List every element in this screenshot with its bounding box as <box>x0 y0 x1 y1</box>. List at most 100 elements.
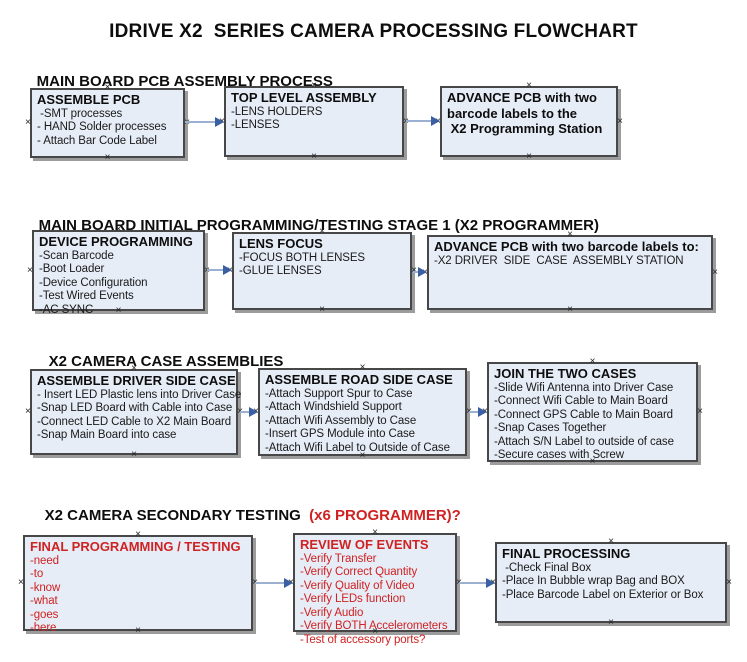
flow-box-final-programming-testing[interactable]: × × × × FINAL PROGRAMMING / TESTING -nee… <box>18 530 258 636</box>
connection-point-icon: × <box>18 577 24 588</box>
box-item: -Test Wired Events <box>39 290 134 302</box>
flow-arrow <box>413 267 427 277</box>
box-item: -Verify BOTH Accelerometers <box>300 620 448 632</box>
flow-arrow <box>240 407 258 417</box>
flow-box-join-the-two-cases[interactable]: × × × × JOIN THE TWO CASES -Slide Wifi A… <box>482 357 703 467</box>
flow-box-review-of-events[interactable]: × × × × REVIEW OF EVENTS -Verify Transfe… <box>288 528 462 646</box>
box-item: -Test of accessory ports? <box>300 633 426 646</box>
page-title: IDRIVE X2 SERIES CAMERA PROCESSING FLOWC… <box>109 21 638 42</box>
flow-box-assemble-road-side-case[interactable]: × × × × ASSEMBLE ROAD SIDE CASE -Attach … <box>253 363 472 461</box>
box-item: -Place Barcode Label on Exterior or Box <box>502 588 704 601</box>
connection-point-icon: × <box>726 576 732 588</box>
box-item: -Snap Main Board into case <box>37 429 177 441</box>
box-item: -Connect LED Cable to X2 Main Board <box>37 415 232 428</box>
box-title: ASSEMBLE DRIVER SIDE CASE <box>37 373 236 388</box>
box-title: ADVANCE PCB with two barcode labels to t… <box>447 90 603 136</box>
box-item: -Device Configuration <box>39 276 148 289</box>
connection-point-icon: × <box>25 406 31 417</box>
connection-point-icon: × <box>697 406 703 417</box>
flow-box-assemble-pcb[interactable]: × × × × ASSEMBLE PCB -SMT processes - HA… <box>25 83 190 163</box>
flow-box-advance-pcb-programming-station[interactable]: × × × × ADVANCE PCB with two barcode lab… <box>435 81 623 162</box>
box-item: - Attach Bar Code Label <box>37 134 157 147</box>
box-item: -Place In Bubble wrap Bag and BOX <box>502 575 685 587</box>
box-title: LENS FOCUS <box>239 236 323 251</box>
box-item: -LENSES <box>231 119 280 131</box>
section-heading-text: X2 CAMERA SECONDARY TESTING <box>44 507 301 524</box>
box-item: -to <box>30 568 44 580</box>
flow-box-lens-focus[interactable]: × × × × LENS FOCUS -FOCUS BOTH LENSES -G… <box>227 227 417 315</box>
box-item: -Attach Wifi Assembly to Case <box>265 414 417 427</box>
box-item: -Verify Correct Quantity <box>300 566 418 578</box>
box-item: - Insert LED Plastic lens into Driver Ca… <box>37 388 242 401</box>
box-item: -Snap Cases Together <box>494 422 607 434</box>
box-item: -LENS HOLDERS <box>231 105 323 118</box>
box-item: -Scan Barcode <box>39 249 114 262</box>
connection-point-icon: × <box>311 151 317 162</box>
section-heading-text: X2 CAMERA CASE ASSEMBLIES <box>48 353 284 370</box>
box-title: FINAL PROCESSING <box>502 546 631 561</box>
section-heading-secondary-testing: X2 CAMERA SECONDARY TESTING (x6 PROGRAMM… <box>28 490 461 524</box>
box-item: -here <box>30 622 57 634</box>
box-item: -Verify Quality of Video <box>300 579 415 592</box>
flow-box-device-programming[interactable]: × × × × DEVICE PROGRAMMING -Scan Barcode… <box>27 225 210 316</box>
box-item: -Attach Windshield Support <box>265 401 402 413</box>
box-item: -Connect Wifi Cable to Main Board <box>494 395 668 407</box>
box-item: -Attach Wifi Label to Outside of Case <box>265 441 450 454</box>
flow-arrow <box>469 407 487 417</box>
box-title: REVIEW OF EVENTS <box>300 537 429 552</box>
flow-box-top-level-assembly[interactable]: × × × × TOP LEVEL ASSEMBLY -LENS HOLDERS… <box>219 81 409 162</box>
box-item: -SMT processes <box>37 107 123 120</box>
box-item: -Attach S/N Label to outside of case <box>494 435 674 448</box>
box-item: -know <box>30 581 61 594</box>
box-title: TOP LEVEL ASSEMBLY <box>231 90 377 105</box>
box-item: -what <box>30 595 58 607</box>
box-item: -Verify Audio <box>300 606 364 619</box>
connection-point-icon: × <box>567 304 573 315</box>
section-heading-case-assemblies: X2 CAMERA CASE ASSEMBLIES <box>32 336 284 370</box>
box-title: FINAL PROGRAMMING / TESTING <box>30 539 241 554</box>
connection-point-icon: × <box>319 304 325 315</box>
box-title: JOIN THE TWO CASES <box>494 366 637 381</box>
flow-box-assemble-driver-side-case[interactable]: × × × × ASSEMBLE DRIVER SIDE CASE - Inse… <box>25 364 243 460</box>
section-heading-text: MAIN BOARD PCB ASSEMBLY PROCESS <box>36 73 333 90</box>
box-item: -Connect GPS Cable to Main Board <box>494 408 673 421</box>
box-item: -Slide Wifi Antenna into Driver Case <box>494 381 674 394</box>
box-item: -Secure cases with Screw <box>494 449 624 461</box>
box-item: -Snap LED Board with Cable into Case <box>37 402 233 414</box>
box-item: -FOCUS BOTH LENSES <box>239 251 365 264</box>
box-item: -X2 DRIVER SIDE CASE ASSEMBLY STATION <box>434 254 684 267</box>
box-item: -AC SYNC <box>39 303 94 316</box>
section-heading-initial-programming: MAIN BOARD INITIAL PROGRAMMING/TESTING S… <box>22 200 599 234</box>
box-item: -Verify Transfer <box>300 552 377 565</box>
flow-box-advance-pcb-driver-side-station[interactable]: × × × × ADVANCE PCB with two barcode lab… <box>422 230 718 315</box>
flow-arrow <box>207 265 232 275</box>
box-item: - HAND Solder processes <box>37 121 167 133</box>
connection-point-icon: × <box>184 118 190 128</box>
box-title: ASSEMBLE PCB <box>37 92 141 107</box>
box-title: DEVICE PROGRAMMING <box>39 234 193 249</box>
section-heading-pcb-assembly: MAIN BOARD PCB ASSEMBLY PROCESS <box>20 56 333 90</box>
box-title: ADVANCE PCB with two barcode labels to: <box>434 239 699 254</box>
box-title: ASSEMBLE ROAD SIDE CASE <box>265 372 453 387</box>
flow-arrow <box>185 117 224 127</box>
flow-arrow <box>459 578 495 588</box>
box-item: -Boot Loader <box>39 263 105 275</box>
connection-point-icon: × <box>27 264 33 276</box>
connection-point-icon: × <box>104 152 111 163</box>
box-item: -Attach Support Spur to Case <box>265 387 413 400</box>
connection-point-icon: × <box>712 266 718 278</box>
box-item: -Insert GPS Module into Case <box>265 428 415 440</box>
flow-box-final-processing[interactable]: × × × × FINAL PROCESSING -Check Final Bo… <box>490 537 732 628</box>
flow-arrow <box>406 116 440 126</box>
connection-point-icon: × <box>608 617 614 628</box>
box-item: -need <box>30 554 59 567</box>
section-heading-red-suffix: (x6 PROGRAMMER)? <box>300 507 461 524</box>
connection-point-icon: × <box>617 115 623 127</box>
box-item: -GLUE LENSES <box>239 265 322 277</box>
connection-point-icon: × <box>25 117 31 128</box>
connection-point-icon: × <box>131 449 137 460</box>
flow-arrow <box>255 578 293 588</box>
connection-point-icon: × <box>526 151 532 162</box>
box-item: -goes <box>30 608 59 621</box>
